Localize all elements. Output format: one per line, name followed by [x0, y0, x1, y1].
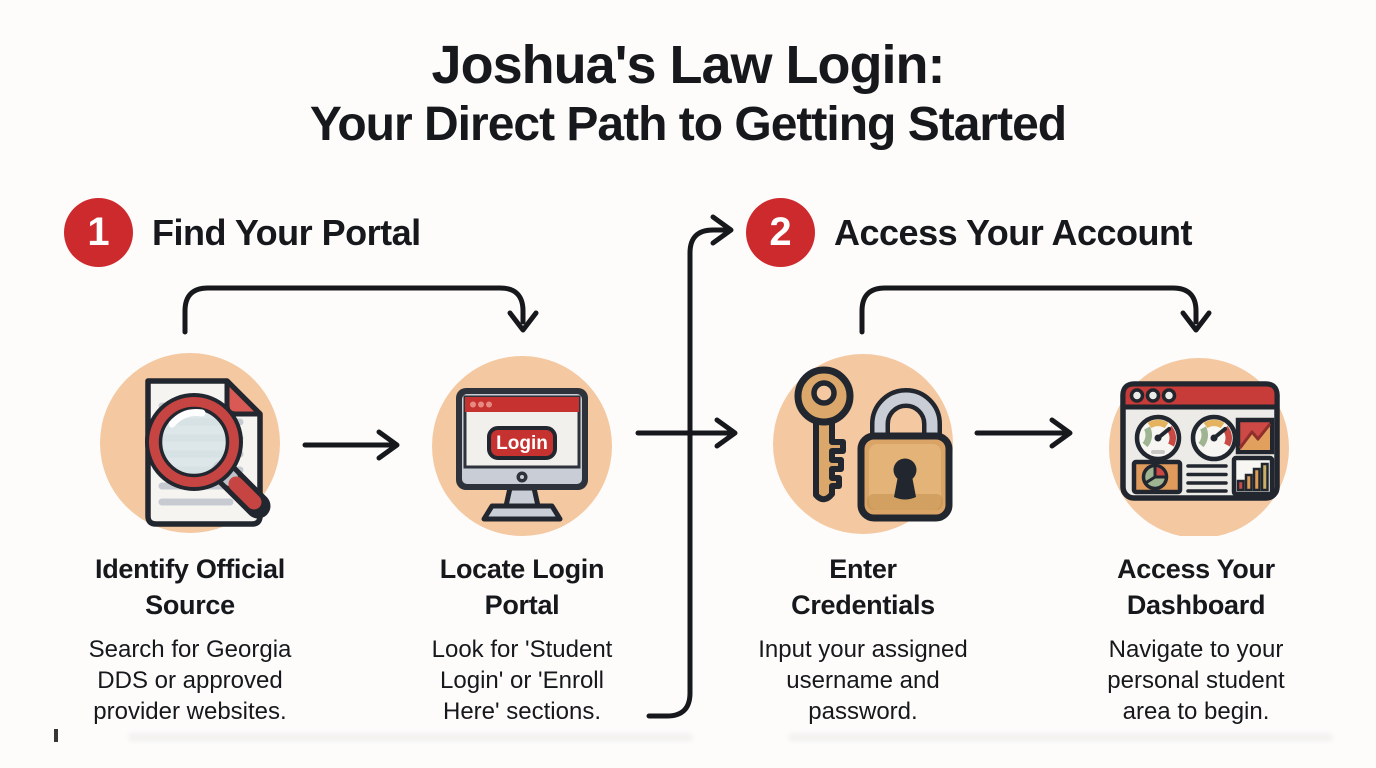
card-heading: Enter Credentials: [791, 554, 935, 620]
step-2-header: 2 Access Your Account: [746, 198, 1192, 267]
step-1-badge: 1: [64, 198, 133, 267]
card-body: Input your assigned username and passwor…: [758, 635, 968, 726]
step-1-label: Find Your Portal: [152, 211, 421, 253]
topbar-dots: [1129, 388, 1177, 403]
key: [794, 366, 854, 503]
bottom-artifact-smudge: [788, 733, 1333, 742]
card-access-dashboard: Access Your Dashboard Navigate to your p…: [1036, 336, 1356, 727]
browser-dots: [470, 401, 492, 408]
card-body: Look for 'Student Login' or 'Enroll Here…: [431, 635, 613, 726]
gauge-1: [1134, 414, 1182, 462]
card-body: Search for Georgia DDS or approved provi…: [88, 635, 292, 726]
wrap-connector-head: [710, 214, 734, 246]
key-lock-icon: [763, 336, 963, 536]
step-2-label: Access Your Account: [834, 211, 1192, 253]
login-button-label: Login: [496, 433, 548, 454]
text-lines: [1186, 464, 1228, 493]
card-heading: Identify Official Source: [95, 554, 285, 620]
monitor-neck: [503, 485, 541, 509]
pie-chart-tile: [1131, 459, 1183, 495]
card-identify-source: Identify Official Source Search for Geor…: [30, 336, 350, 727]
login-button: Login: [487, 426, 557, 460]
step-1-number: 1: [87, 210, 110, 254]
card-locate-portal: Login Locate Login Portal Look for 'Stud…: [362, 336, 682, 727]
step-2-number: 2: [769, 210, 792, 254]
dashboard-icon: [1096, 336, 1296, 538]
step-1-header: 1 Find Your Portal: [64, 198, 421, 267]
bottom-artifact-tick: [54, 729, 58, 742]
card-heading: Access Your Dashboard: [1117, 554, 1275, 620]
login-monitor-icon: Login: [422, 336, 622, 536]
bottom-artifact-smudge: [128, 733, 693, 742]
gauge-2: [1190, 414, 1238, 462]
card-heading: Locate Login Portal: [439, 554, 605, 620]
line-chart-tile: [1235, 417, 1275, 455]
title-line-1: Joshua's Law Login:: [431, 35, 946, 95]
browser-bar: [465, 397, 579, 412]
arc-arrow-1-head: [507, 310, 539, 333]
arc-arrow-2-head: [1180, 310, 1212, 333]
page-title: Joshua's Law Login: Your Direct Path to …: [0, 34, 1376, 152]
arc-arrow-2: [859, 285, 1199, 335]
arc-arrow-1: [182, 285, 526, 335]
step-2-badge: 2: [746, 198, 815, 267]
keyhole: [893, 458, 917, 482]
dashboard-topbar: [1120, 381, 1280, 410]
card-body: Navigate to your personal student area t…: [1107, 635, 1285, 726]
card-enter-credentials: Enter Credentials Input your assigned us…: [703, 336, 1023, 727]
bar-chart-tile: [1231, 455, 1275, 497]
document-search-icon: [90, 336, 290, 536]
padlock: [857, 388, 953, 522]
magnifier: [145, 393, 271, 519]
title-line-2: Your Direct Path to Getting Started: [309, 97, 1067, 151]
